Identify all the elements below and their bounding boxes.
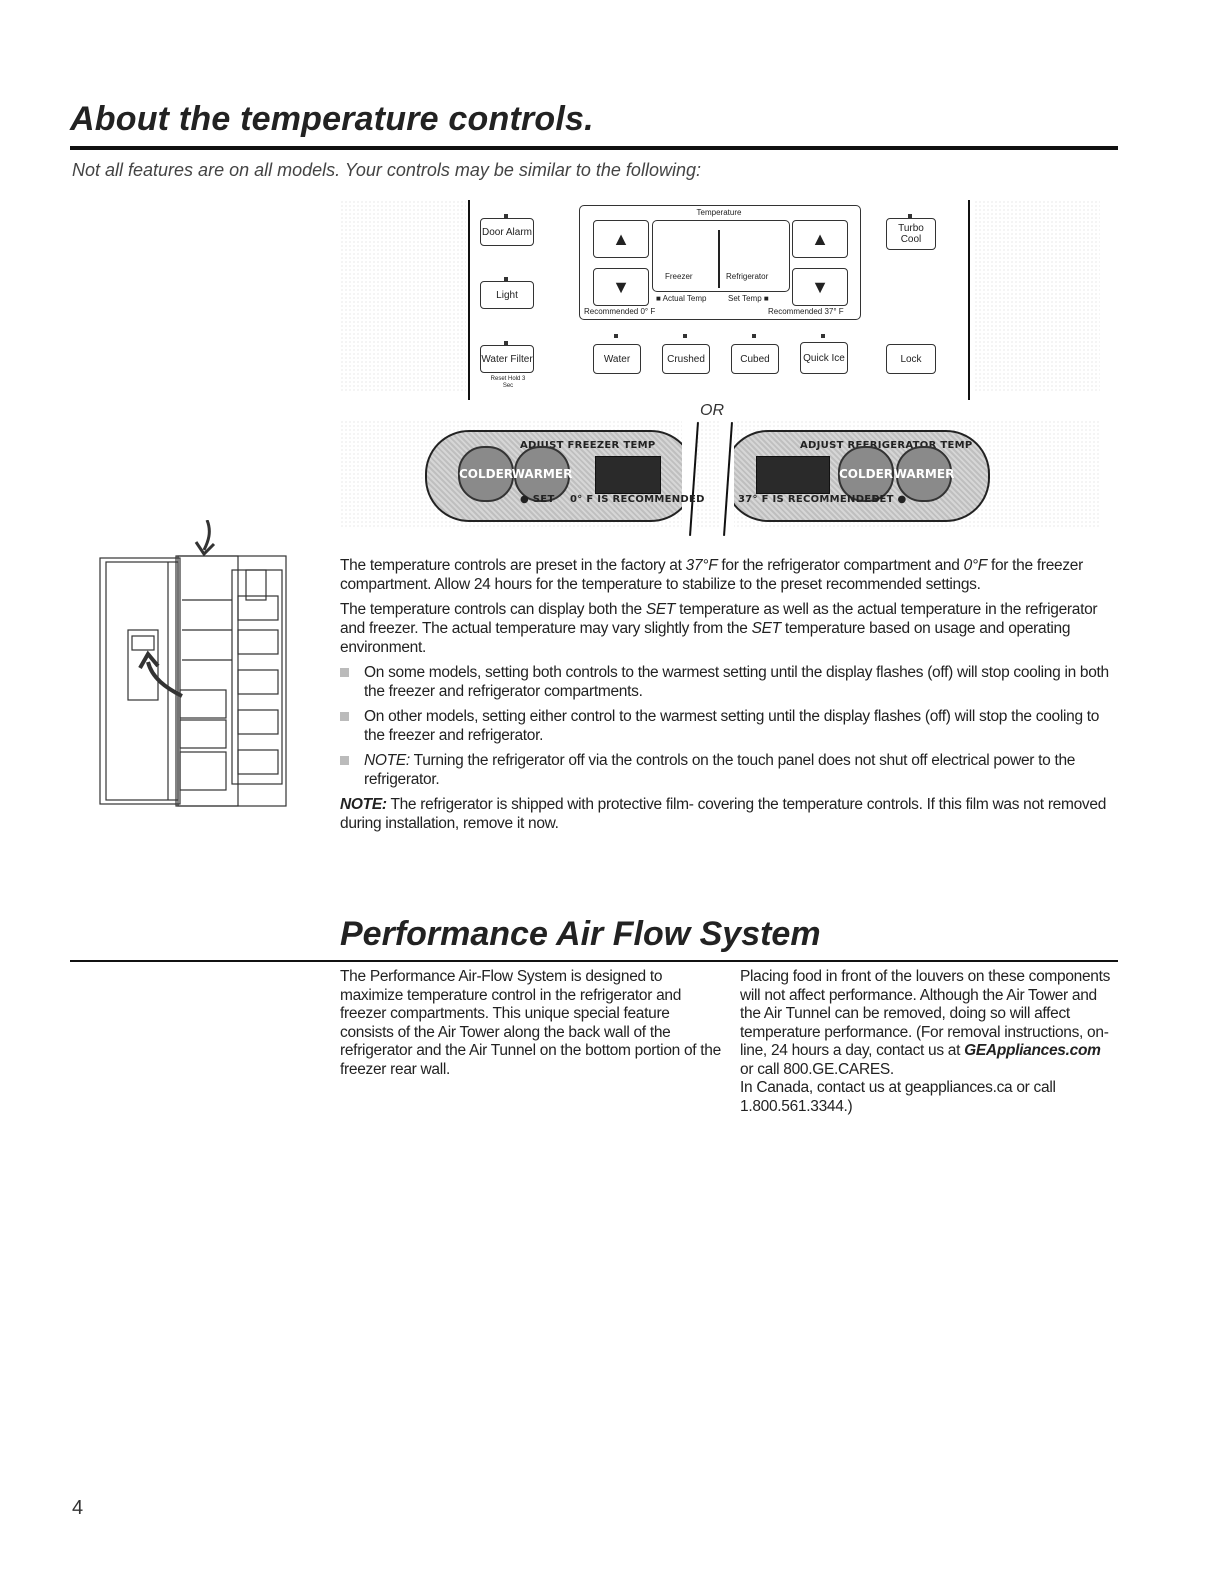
refrigerator-up-button[interactable]: ▲ — [792, 220, 848, 258]
lock-button[interactable]: Lock — [886, 344, 936, 374]
indicator-dot — [908, 214, 912, 218]
control-panel-touch: Door Alarm Light Water Filter Reset Hold… — [340, 196, 1100, 401]
refrigerator-illustration — [99, 520, 287, 807]
freezer-label: Freezer — [665, 272, 693, 281]
or-separator: OR — [700, 402, 724, 419]
panel-right-edge — [968, 200, 970, 400]
water-button[interactable]: Water — [593, 344, 641, 374]
freezer-down-button[interactable]: ▼ — [593, 268, 649, 306]
indicator-dot — [752, 334, 756, 338]
adjust-refrigerator-label: ADJUST REFRIGERATOR TEMP — [800, 440, 973, 451]
panel-texture-right — [974, 200, 1100, 392]
bullet-item: NOTE: Turning the refrigerator off via t… — [340, 751, 1116, 789]
indicator-dot — [504, 214, 508, 218]
cubed-button[interactable]: Cubed — [731, 344, 779, 374]
ge-appliances-link[interactable]: GEAppliances.com — [964, 1042, 1101, 1059]
section-title: Performance Air Flow System — [340, 915, 821, 953]
adjust-freezer-label: ADJUST FREEZER TEMP — [520, 440, 656, 451]
indicator-dot — [504, 341, 508, 345]
freezer-recommended-label: 0° F IS RECOMMENDED — [570, 494, 705, 505]
crushed-button[interactable]: Crushed — [662, 344, 710, 374]
light-button[interactable]: Light — [480, 281, 534, 309]
page-number: 4 — [72, 1497, 84, 1519]
airflow-left-column: The Performance Air-Flow System is desig… — [340, 968, 721, 1078]
paragraph: The temperature controls can display bot… — [340, 601, 1098, 656]
freezer-up-button[interactable]: ▲ — [593, 220, 649, 258]
panel-left-edge — [468, 200, 470, 400]
reset-hint: Reset Hold 3 Sec — [490, 376, 526, 389]
refrigerator-recommended-label: 37° F IS RECOMMENDED — [738, 494, 881, 505]
up-arrow-icon: ▲ — [811, 228, 829, 249]
refrigerator-warmer-button[interactable]: WARMER — [894, 446, 954, 502]
refrigerator-down-button[interactable]: ▼ — [792, 268, 848, 306]
temperature-label: Temperature — [696, 208, 742, 217]
freezer-warmer-button[interactable]: WARMER — [512, 446, 572, 502]
page-subtitle: Not all features are on all models. Your… — [72, 160, 701, 180]
refrigerator-display — [756, 456, 830, 494]
water-filter-button[interactable]: Water Filter — [480, 345, 534, 373]
paragraph: The temperature controls are preset in t… — [340, 557, 1083, 593]
quick-ice-button[interactable]: Quick Ice — [800, 342, 848, 374]
up-arrow-icon: ▲ — [612, 228, 630, 249]
refrigerator-set-label: SET ● — [872, 494, 907, 505]
section-rule — [70, 960, 1118, 962]
actual-temp-label: ■ Actual Temp — [656, 294, 707, 303]
airflow-right-column: Placing food in front of the louvers on … — [740, 968, 1111, 1115]
indicator-dot — [614, 334, 618, 338]
down-arrow-icon: ▼ — [811, 276, 829, 297]
note: NOTE: The refrigerator is shipped with p… — [340, 796, 1107, 832]
freezer-display — [595, 456, 661, 494]
temperature-display — [652, 220, 790, 292]
temperature-controls-text: The temperature controls are preset in t… — [340, 556, 1116, 839]
down-arrow-icon: ▼ — [612, 276, 630, 297]
set-temp-label: Set Temp ■ — [728, 294, 769, 303]
display-divider — [718, 230, 720, 288]
refrigerator-colder-button[interactable]: COLDER — [838, 446, 894, 502]
title-rule — [70, 146, 1118, 150]
page-title: About the temperature controls. — [70, 100, 594, 138]
indicator-dot — [821, 334, 825, 338]
recommended-freezer-label: Recommended 0° F — [584, 307, 656, 316]
door-alarm-button[interactable]: Door Alarm — [480, 218, 534, 246]
freezer-colder-button[interactable]: COLDER — [458, 446, 514, 502]
recommended-refrigerator-label: Recommended 37° F — [768, 307, 844, 316]
refrigerator-label: Refrigerator — [726, 272, 769, 281]
indicator-dot — [683, 334, 687, 338]
bullet-item: On some models, setting both controls to… — [340, 663, 1116, 701]
freezer-set-label: ● SET — [520, 494, 555, 505]
panel-texture-left — [340, 200, 466, 392]
turbo-cool-button[interactable]: Turbo Cool — [886, 218, 936, 250]
bullet-item: On other models, setting either control … — [340, 707, 1116, 745]
indicator-dot — [504, 277, 508, 281]
